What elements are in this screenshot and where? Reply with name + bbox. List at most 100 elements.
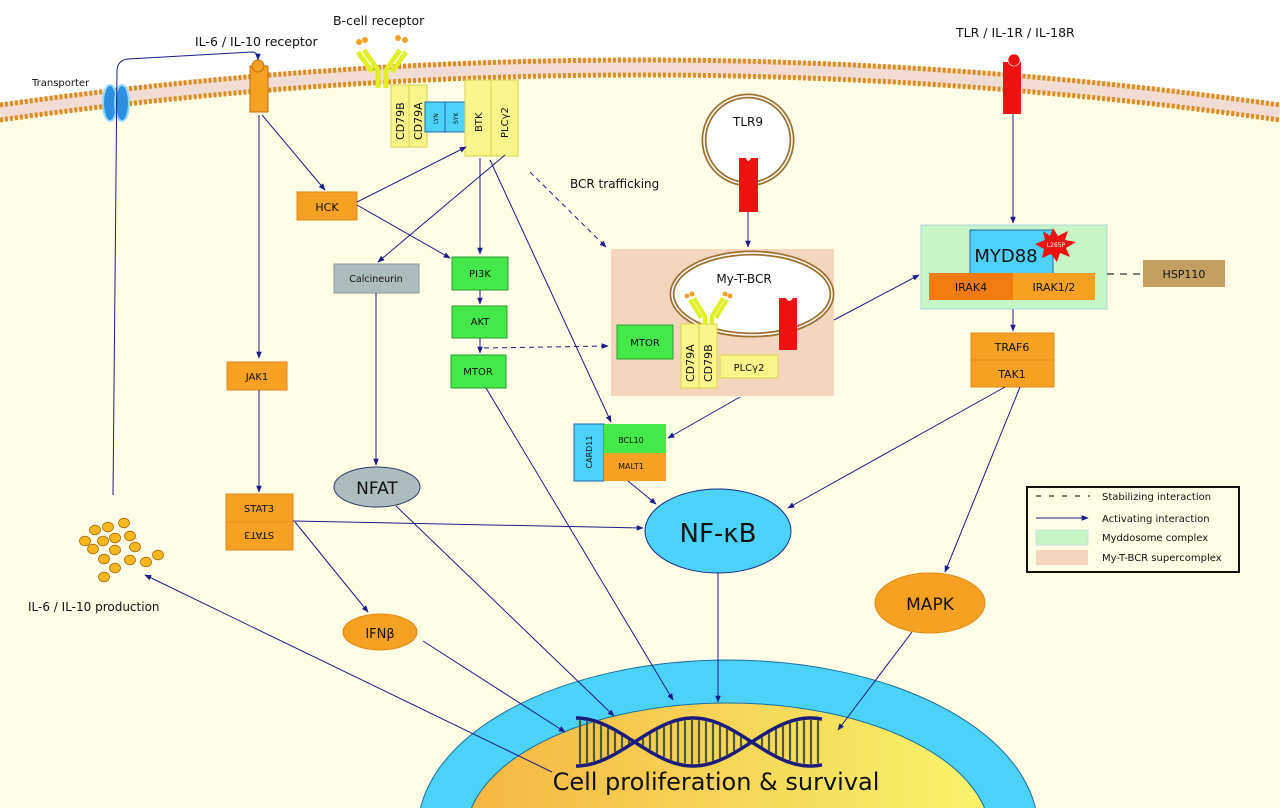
il-production-label: IL-6 / IL-10 production (28, 600, 160, 614)
arrow-mapk-to-nucleus (837, 631, 913, 731)
svg-text:IFNβ: IFNβ (365, 627, 394, 642)
bcr-trafficking-label: BCR trafficking (570, 177, 659, 191)
lyn-label: LYN (433, 113, 440, 124)
my-t-bcr-plcg2-label: PLCγ2 (734, 363, 765, 374)
stat3-top-label: STAT3 (244, 504, 274, 515)
tlr-receptor-label: TLR / IL-1R / IL-18R (955, 25, 1075, 40)
cytokine-particle (124, 530, 136, 542)
arrow-tak1-to-mapk (944, 386, 1021, 573)
svg-text:PI3K: PI3K (469, 269, 491, 280)
tlr9-endosome (701, 93, 795, 212)
bcl10-label: BCL10 (618, 436, 644, 445)
arrow-mytbcr-to-cbm (667, 396, 741, 439)
arrow-mtor-to-nucleus (485, 387, 674, 701)
cd79-complex: CD79B CD79A (390, 84, 428, 148)
arrow-transporter-to-receptor (112, 51, 261, 496)
svg-text:My-T-BCR supercomplex: My-T-BCR supercomplex (1102, 553, 1222, 564)
stabilizing-lines (483, 171, 1141, 349)
cytokine-particle (79, 535, 91, 547)
legend-item-myddosome: Myddosome complex (1035, 529, 1208, 546)
tlr-receptor-icon (1003, 53, 1021, 114)
arrow-cbm-to-nfkb (627, 480, 657, 505)
arrow-mytbcr-to-myddosome (833, 274, 920, 321)
arrow-ifnb-to-nucleus (422, 640, 566, 733)
cytokine-particle (87, 543, 99, 555)
svg-text:Stabilizing interaction: Stabilizing interaction (1102, 492, 1211, 503)
mapk-node: MAPK (874, 572, 986, 634)
arrow-tak1-to-nfkb (787, 386, 1006, 509)
arrow-plcg2-to-calcineurin (377, 154, 506, 263)
mtor-node: MTOR (450, 354, 507, 389)
arrow-nucleus-to-cytokines (144, 574, 553, 773)
activating-arrows (112, 51, 1021, 773)
irak4-label: IRAK4 (955, 281, 987, 294)
jak1-node: JAK1 (226, 361, 288, 391)
pi3k-node: PI3K (451, 256, 509, 291)
calcineurin-node: Calcineurin (333, 263, 420, 294)
svg-text:MAPK: MAPK (906, 595, 955, 615)
stat3-bottom-label: STAT3 (244, 529, 274, 540)
arrow-btk-to-cbm (489, 159, 612, 423)
cytokine-particle (129, 541, 141, 553)
legend: Stabilizing interaction Activating inter… (1026, 486, 1240, 573)
cytokine-particle (118, 517, 130, 529)
legend-item-stabilizing: Stabilizing interaction (1036, 492, 1211, 503)
svg-text:HCK: HCK (315, 201, 339, 214)
dashed-akt-to-mytbcr (483, 343, 609, 349)
legend-item-activating: Activating interaction (1036, 514, 1210, 525)
my-t-bcr-mtor-label: MTOR (630, 338, 660, 349)
arrow-hck-to-pi3k (356, 204, 451, 259)
tak1-label: TAK1 (997, 368, 1026, 381)
cytokine-particle (109, 532, 121, 544)
svg-text:NF-κB: NF-κB (680, 519, 757, 549)
my-t-bcr-cd79b-label: CD79B (702, 344, 715, 382)
svg-text:AKT: AKT (471, 317, 491, 328)
dna-strand (576, 716, 823, 768)
traf6-label: TRAF6 (994, 341, 1030, 354)
arrow-stat3-to-nfkb (292, 520, 644, 531)
cytokine-particle (98, 553, 110, 565)
arrow-hck-to-btk (356, 146, 467, 203)
cytokine-particle (89, 524, 101, 536)
cell-membrane (0, 57, 1280, 123)
btk-label: BTK (474, 112, 485, 132)
nfat-node: NFAT (333, 466, 421, 508)
legend-item-my-t-bcr: My-T-BCR supercomplex (1036, 550, 1222, 565)
cytokine-particle (109, 562, 121, 574)
svg-text:HSP110: HSP110 (1163, 268, 1206, 281)
hck-node: HCK (296, 191, 358, 221)
lyn-syk-complex: LYN SYK (424, 101, 466, 133)
svg-text:Calcineurin: Calcineurin (349, 274, 402, 285)
btk-plcg2-complex: BTK PLCγ2 (464, 79, 519, 157)
tlr9-label: TLR9 (732, 115, 763, 129)
dna-icon (576, 716, 823, 768)
card11-label: CARD11 (585, 436, 594, 469)
cytokine-particle (102, 521, 114, 533)
arrow-nfat-to-nucleus (395, 505, 615, 717)
plcg2-label: PLCγ2 (500, 107, 511, 138)
svg-text:JAK1: JAK1 (245, 372, 269, 383)
cytokine-particle (152, 549, 164, 561)
svg-text:Activating interaction: Activating interaction (1102, 514, 1210, 525)
ifnb-node: IFNβ (342, 613, 418, 651)
cd79a-label: CD79A (412, 102, 425, 140)
stat3-dimer: STAT3 STAT3 (225, 493, 294, 551)
svg-text:Myddosome complex: Myddosome complex (1102, 533, 1208, 544)
irak12-label: IRAK1/2 (1033, 281, 1076, 294)
b-cell-receptor-icon (355, 48, 409, 88)
traf6-tak1-complex: TRAF6 TAK1 (970, 332, 1055, 388)
transporter-label: Transporter (31, 78, 90, 89)
dna-strand (576, 716, 823, 768)
cytokine-particle (140, 556, 152, 568)
svg-text:NFAT: NFAT (356, 479, 398, 499)
malt1-label: MALT1 (618, 462, 644, 471)
svg-text:L265P: L265P (1047, 242, 1066, 249)
akt-node: AKT (451, 305, 508, 339)
my-t-bcr-label: My-T-BCR (716, 272, 771, 286)
myddosome-complex: MYD88 L265P IRAK4 IRAK1/2 (920, 224, 1108, 310)
cytokine-particles (79, 517, 164, 583)
my-t-bcr-cd79a-label: CD79A (684, 344, 697, 382)
cbm-complex: CARD11 BCL10 MALT1 (573, 423, 666, 482)
arrow-receptor-to-hck (261, 114, 326, 191)
